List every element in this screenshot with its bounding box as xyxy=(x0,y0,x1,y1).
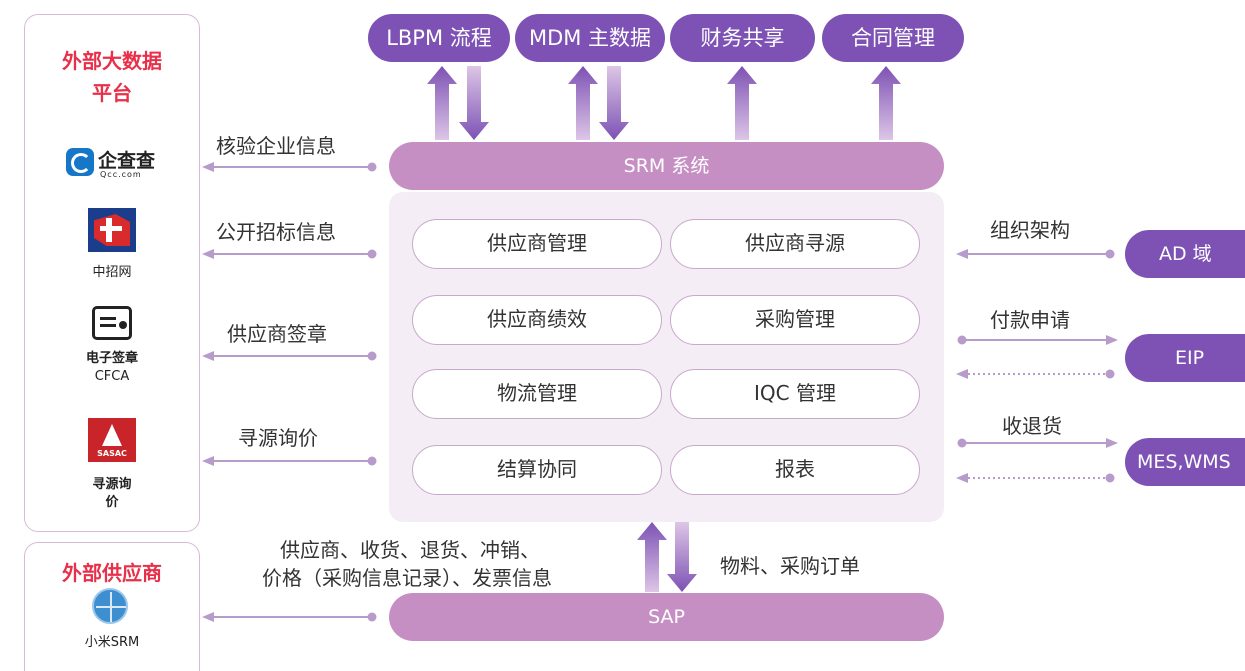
sasac-mark: SASAC xyxy=(97,449,127,458)
arrow-sap-to-srm xyxy=(637,522,667,592)
finance-sharing-pill: 财务共享 xyxy=(670,14,815,62)
sasac-caption-line1: 寻源询 xyxy=(92,477,132,492)
arrow-org-structure xyxy=(956,249,1115,259)
sasac-caption-line2: 价 xyxy=(105,495,119,510)
module-procurement-management: 采购管理 xyxy=(670,295,920,345)
arrow-srm-to-finance xyxy=(727,66,757,140)
module-supplier-performance: 供应商绩效 xyxy=(412,295,662,345)
module-supplier-sourcing: 供应商寻源 xyxy=(670,219,920,269)
xiaomi-srm-caption: 小米SRM xyxy=(84,635,140,650)
sap-bar: SAP xyxy=(389,593,944,641)
arrow-srm-to-sap xyxy=(667,522,697,592)
flow-label-goods-receipt-return: 收退货 xyxy=(1002,414,1062,438)
e-seal-caption-line2: CFCA xyxy=(94,369,130,384)
ad-domain-pill: AD 域 xyxy=(1125,230,1245,278)
qcc-icon xyxy=(66,148,94,176)
flow-label-public-tender: 公开招标信息 xyxy=(216,220,336,244)
flow-label-org-structure: 组织架构 xyxy=(990,218,1070,242)
supplier-panel-title: 外部供应商 xyxy=(62,561,162,585)
module-reports: 报表 xyxy=(670,445,920,495)
qcc-sub: Qcc.com xyxy=(100,170,142,179)
module-logistics-management: 物流管理 xyxy=(412,369,662,419)
arrow-sourcing-inquiry xyxy=(202,456,377,466)
arrow-goods-back xyxy=(956,473,1115,483)
flow-label-sourcing-inquiry: 寻源询价 xyxy=(238,426,318,450)
mdm-master-data-pill: MDM 主数据 xyxy=(515,14,665,62)
arrow-payment-request-back xyxy=(956,369,1115,379)
arrow-sap-to-external-supplier xyxy=(202,612,377,622)
arrow-public-tender xyxy=(202,249,377,259)
sasac-icon: SASAC xyxy=(88,418,136,462)
zhongzhao-icon xyxy=(88,208,136,252)
bottom-left-label-line1: 供应商、收货、退货、冲销、 xyxy=(280,538,540,562)
lbpm-process-pill: LBPM 流程 xyxy=(368,14,510,62)
xiaomi-srm-icon xyxy=(92,588,128,624)
arrow-mdm-to-srm xyxy=(599,66,629,140)
flow-label-supplier-signature: 供应商签章 xyxy=(227,322,327,346)
panel-title-line2: 平台 xyxy=(92,81,132,105)
bottom-left-label-line2: 价格（采购信息记录）、发票信息 xyxy=(262,566,552,590)
flow-label-payment-request: 付款申请 xyxy=(990,308,1070,332)
arrow-payment-request-out xyxy=(957,335,1118,345)
arrow-verify-enterprise xyxy=(202,162,377,172)
qcc-name: 企查查 xyxy=(98,150,156,172)
mes-wms-pill: MES,WMS xyxy=(1125,438,1245,486)
contract-management-pill: 合同管理 xyxy=(822,14,964,62)
e-seal-icon xyxy=(92,306,132,340)
srm-system-bar: SRM 系统 xyxy=(389,142,944,190)
arrow-srm-to-lbpm xyxy=(427,66,457,140)
arrow-srm-to-contract xyxy=(871,66,901,140)
module-iqc-management: IQC 管理 xyxy=(670,369,920,419)
e-seal-caption-line1: 电子签章 xyxy=(85,351,138,366)
zhongzhao-caption: 中招网 xyxy=(92,265,132,280)
arrow-lbpm-to-srm xyxy=(459,66,489,140)
bottom-right-label: 物料、采购订单 xyxy=(720,554,860,578)
eip-pill: EIP xyxy=(1125,334,1245,382)
panel-title-line1: 外部大数据 xyxy=(62,49,162,73)
qcc-logo: 企查查 Qcc.com xyxy=(66,146,166,180)
flow-label-verify-enterprise: 核验企业信息 xyxy=(216,134,336,158)
module-supplier-management: 供应商管理 xyxy=(412,219,662,269)
module-settlement-collaboration: 结算协同 xyxy=(412,445,662,495)
arrow-srm-to-mdm xyxy=(568,66,598,140)
arrow-supplier-signature xyxy=(202,351,377,361)
arrow-goods-out xyxy=(957,438,1118,448)
